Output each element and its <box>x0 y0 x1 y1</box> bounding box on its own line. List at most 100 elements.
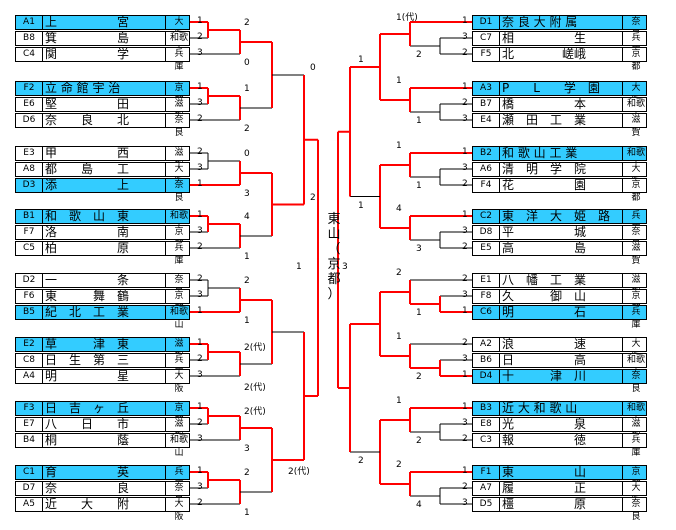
team-code: D6 <box>16 114 43 127</box>
match-score: 1 <box>244 252 250 262</box>
match-score: 4 <box>416 500 422 510</box>
team-code: E1 <box>473 274 500 287</box>
team-score: 1 <box>462 82 468 92</box>
match-score: 1 <box>396 141 402 151</box>
team-score: 2 <box>197 147 203 157</box>
team-prefecture: 和歌山 <box>622 98 649 122</box>
match-score: 1 <box>244 316 250 326</box>
team-school: 近 大 和 歌 山 <box>502 401 578 415</box>
team-school: 明 石 <box>502 305 587 319</box>
team-code: D8 <box>473 226 500 239</box>
match-score: 2 <box>358 456 364 466</box>
team-code: E5 <box>473 242 500 255</box>
team-score: 3 <box>462 354 468 364</box>
team-score: 1 <box>197 306 203 316</box>
match-score: 2(代) <box>288 467 310 477</box>
team-school: 東 舞 鶴 <box>45 289 130 303</box>
team-score: 3 <box>197 226 203 236</box>
team-prefecture: 兵 庫 <box>165 242 193 266</box>
team-school: 瀬 田 工 業 <box>502 113 587 127</box>
match-score: 2 <box>244 124 250 134</box>
team-entry: E1八 幡 工 業滋 賀 <box>472 273 650 298</box>
team-school: 北 嵯峨 <box>502 47 587 61</box>
team-entry: E3甲 西滋 賀 <box>15 146 193 171</box>
team-prefecture: 兵 庫 <box>622 306 650 330</box>
team-prefecture: 兵 庫 <box>165 48 193 72</box>
team-code: C8 <box>16 354 43 367</box>
venue-label: 東 山 （ 京 都 ） <box>323 212 345 302</box>
team-score: 3 <box>197 98 203 108</box>
team-school: 明 星 <box>45 369 130 383</box>
match-score: 1 <box>396 396 402 406</box>
match-score: 1 <box>296 262 302 272</box>
team-code: C5 <box>16 242 43 255</box>
team-code: B4 <box>16 434 43 447</box>
team-score: 2 <box>197 354 203 364</box>
team-entry: F1東 山京 都 <box>472 465 650 490</box>
team-code: D2 <box>16 274 43 287</box>
match-score: 4 <box>244 212 250 222</box>
team-prefecture: 京 都 <box>165 226 193 250</box>
team-entry: E8光 泉滋 賀 <box>472 417 650 442</box>
team-score: 2 <box>197 274 203 284</box>
team-entry: A7履 正大 阪 <box>472 481 650 506</box>
match-score: 1 <box>416 308 422 318</box>
team-score: 2 <box>462 338 468 348</box>
team-score: 1 <box>197 16 203 26</box>
team-score: 3 <box>197 290 203 300</box>
team-code: D1 <box>473 16 500 29</box>
team-score: 3 <box>197 163 203 173</box>
team-code: D4 <box>473 370 500 383</box>
team-code: B1 <box>16 210 43 223</box>
team-prefecture: 兵 庫 <box>622 434 650 458</box>
team-prefecture: 滋 賀 <box>622 242 650 266</box>
team-entry: D8平 城奈 良 <box>472 225 650 250</box>
team-prefecture: 奈 良 <box>165 274 193 298</box>
team-score: 1 <box>197 210 203 220</box>
team-prefecture: 大 阪 <box>165 498 193 522</box>
venue-char: 山 <box>327 227 341 242</box>
team-prefecture: 奈 良 <box>622 370 650 394</box>
team-score: 1 <box>197 179 203 189</box>
team-prefecture: 滋 賀 <box>165 338 193 362</box>
team-code: F1 <box>473 466 500 479</box>
team-prefecture: 大 阪 <box>622 482 650 506</box>
team-prefecture: 和歌山 <box>165 434 192 458</box>
team-code: E7 <box>16 418 43 431</box>
match-score: 3 <box>244 444 250 454</box>
team-entry: E7八 日 市滋 賀 <box>15 417 193 442</box>
team-score: 3 <box>197 370 203 380</box>
team-school: 洛 南 <box>45 225 130 239</box>
match-score: 2 <box>244 276 250 286</box>
team-school: 光 泉 <box>502 417 587 431</box>
team-code: B5 <box>16 306 43 319</box>
team-school: 草 津 東 <box>45 337 130 351</box>
team-code: E4 <box>473 114 500 127</box>
team-prefecture: 和歌山 <box>622 147 649 171</box>
team-code: B2 <box>473 147 500 160</box>
match-score: 1 <box>396 76 402 86</box>
team-school: 相 生 <box>502 31 587 45</box>
team-score: 3 <box>462 163 468 173</box>
team-school: 育 英 <box>45 465 130 479</box>
team-school: 平 城 <box>502 225 587 239</box>
team-prefecture: 京 都 <box>165 82 193 106</box>
team-prefecture: 奈 良 <box>622 16 650 40</box>
team-code: E3 <box>16 147 43 160</box>
team-code: F8 <box>473 290 500 303</box>
team-code: A4 <box>16 370 43 383</box>
team-prefecture: 奈 良 <box>622 498 650 522</box>
team-entry: F7洛 南京 都 <box>15 225 193 250</box>
match-score: 1(代) <box>396 13 418 23</box>
team-entry: C1育 英兵 庫 <box>15 465 193 490</box>
match-score: 1 <box>416 181 422 191</box>
team-school: 日 生 第 三 <box>45 353 130 367</box>
match-score: 4 <box>396 204 402 214</box>
